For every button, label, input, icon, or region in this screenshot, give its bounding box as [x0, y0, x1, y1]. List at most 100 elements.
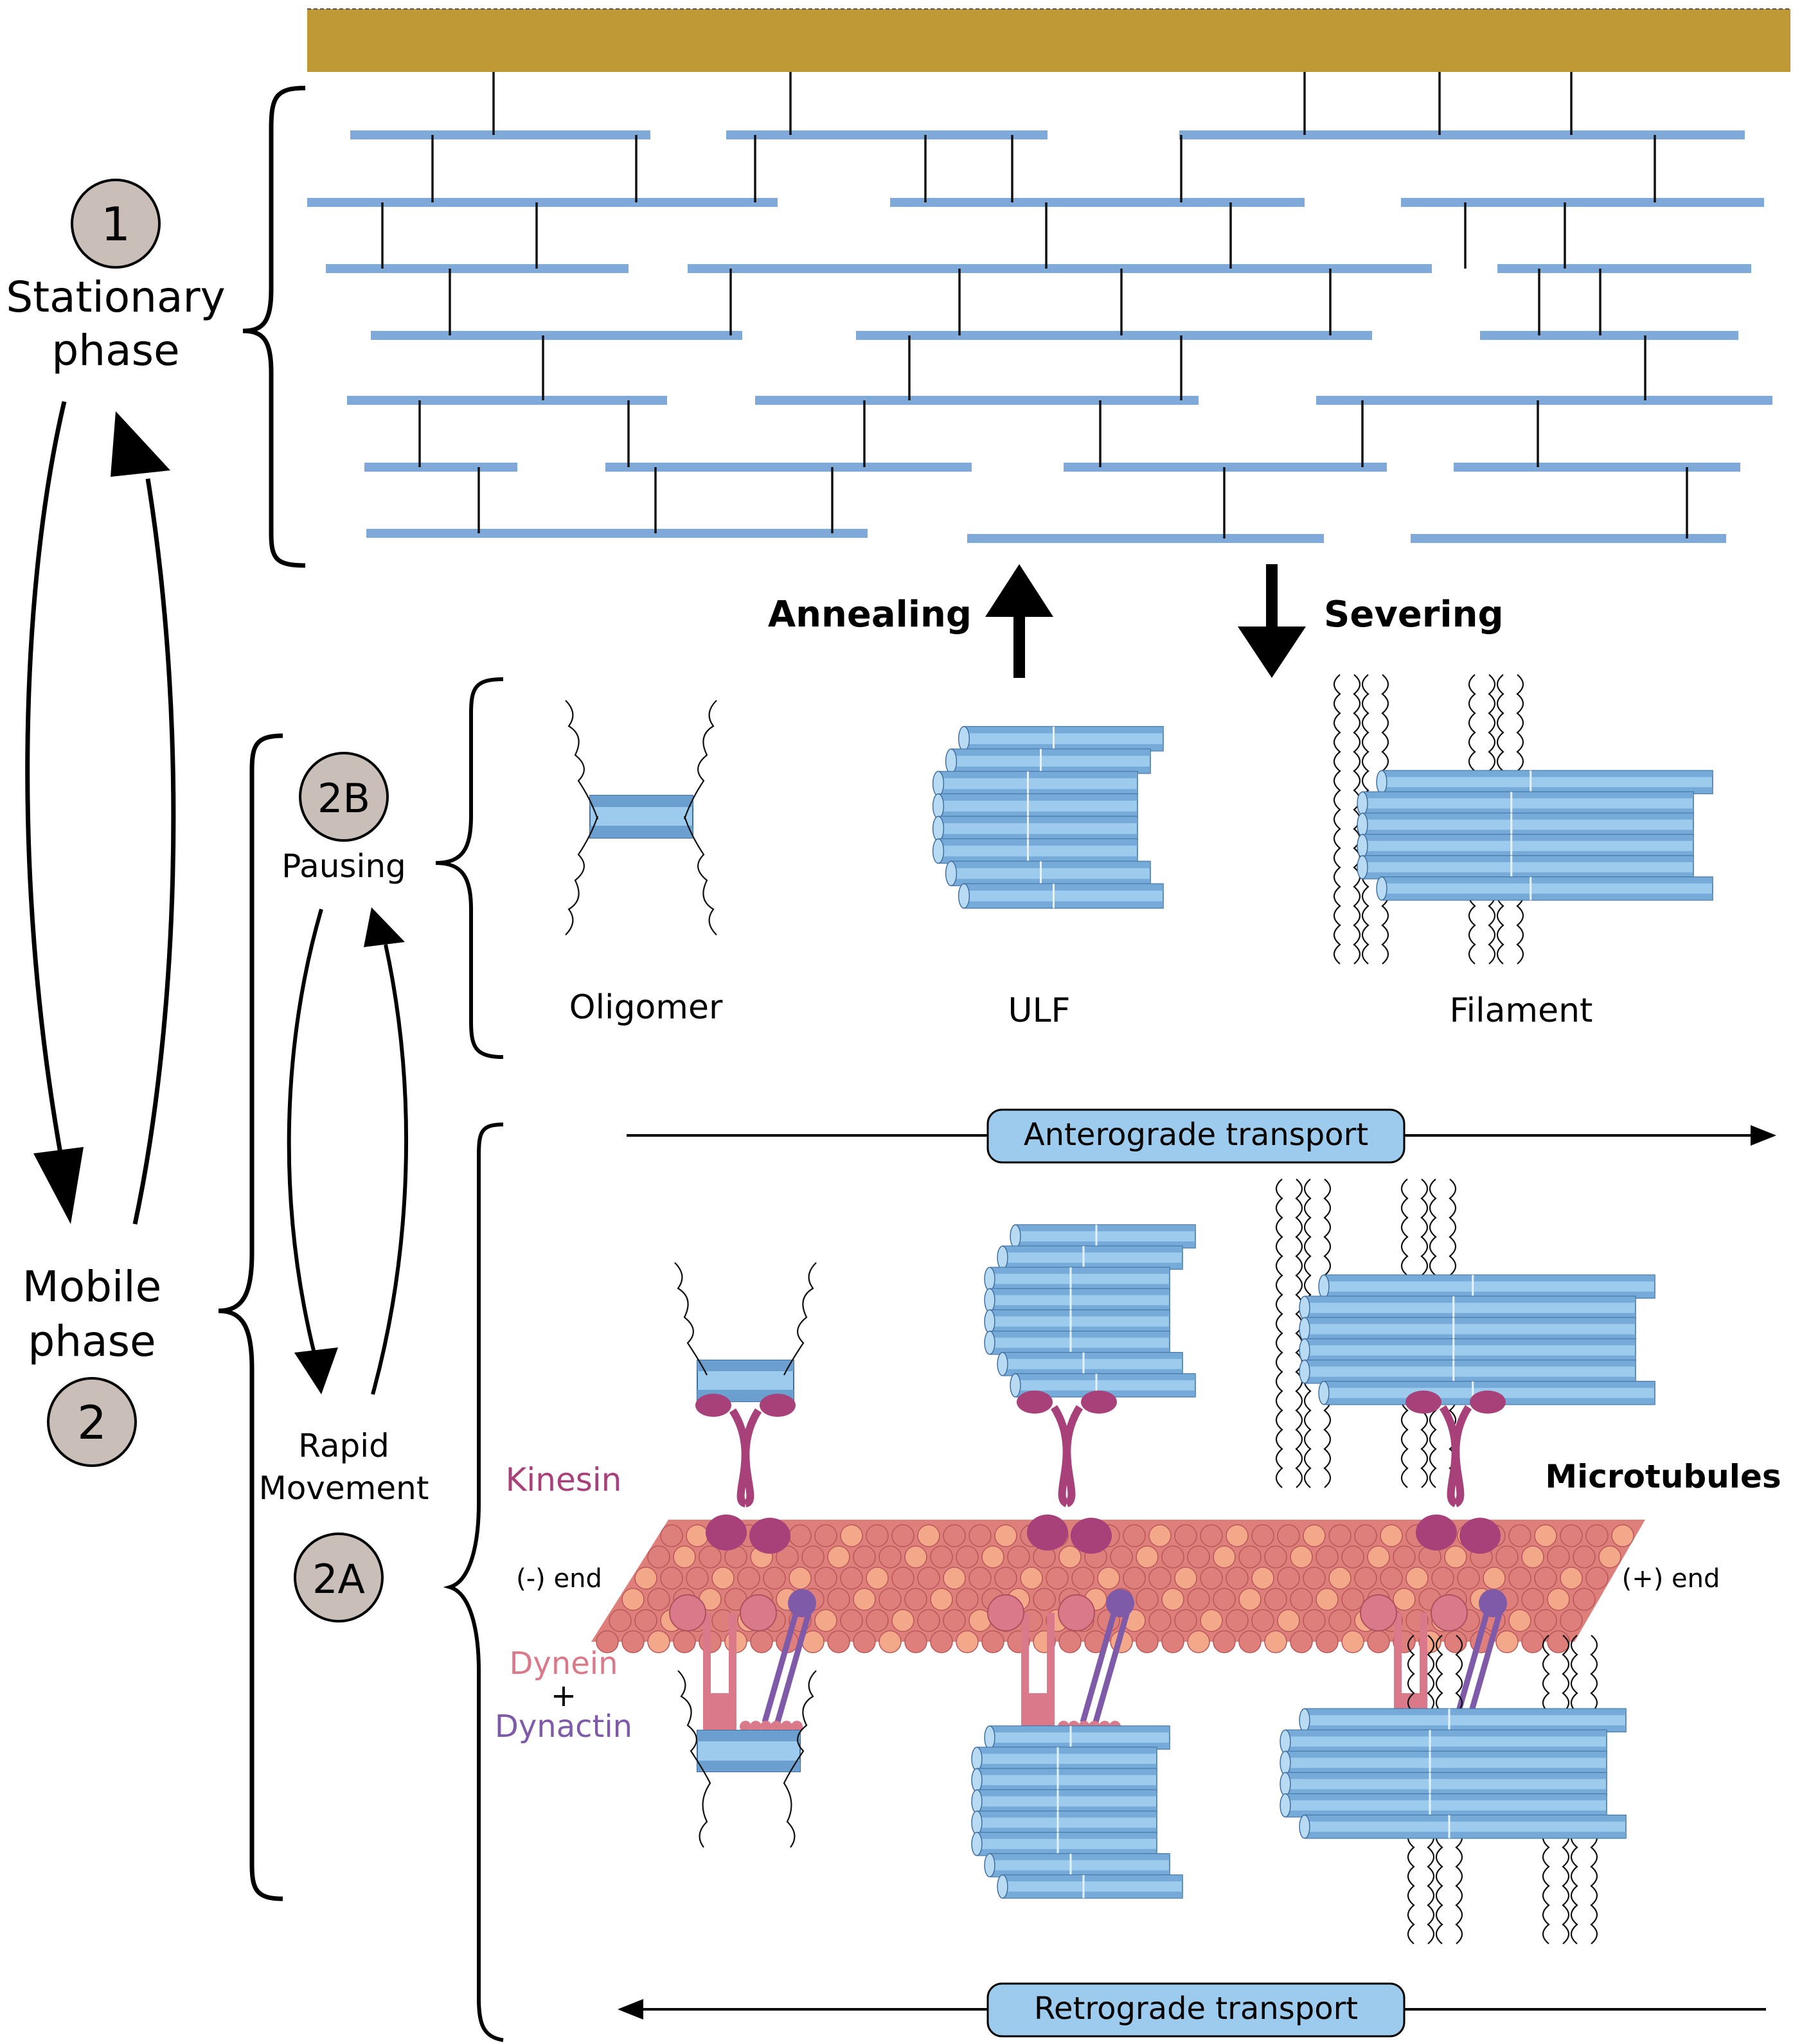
bundle-tube-end — [997, 1874, 1008, 1899]
tubulin-subunit — [1380, 1524, 1403, 1547]
bundle-tube-end — [1280, 1729, 1291, 1754]
bundle-tube-end — [1376, 770, 1387, 794]
kinesin-head — [706, 1515, 747, 1551]
tubulin-subunit — [1290, 1545, 1313, 1569]
tubulin-subunit — [789, 1524, 812, 1547]
tubulin-subunit — [1431, 1567, 1454, 1590]
tubulin-subunit — [1328, 1567, 1351, 1590]
brace-mobile — [218, 733, 283, 1901]
brace-rapid — [443, 1123, 504, 2042]
tubulin-subunit — [840, 1609, 863, 1632]
tubulin-subunit — [981, 1630, 1004, 1653]
bundle-tube-end — [958, 725, 970, 752]
tubulin-subunit — [1136, 1545, 1159, 1569]
dynein-cargo-group — [677, 1635, 1627, 1944]
bundle-tube-end — [1318, 1381, 1330, 1405]
bundle-tube-end — [984, 1288, 995, 1313]
bundle-tube-end — [984, 1725, 995, 1750]
dynactin-filament — [760, 1721, 772, 1732]
tubulin-subunit — [1226, 1609, 1249, 1632]
bundle-tube-end — [1299, 1317, 1310, 1342]
arrow-mobile-to-stationary — [132, 478, 176, 1225]
bundle-tube-end — [971, 1831, 983, 1856]
svg-text:2B: 2B — [317, 775, 370, 822]
bundle-tube-end — [1299, 1359, 1310, 1384]
tubulin-subunit — [1123, 1567, 1146, 1590]
tubulin-subunit — [1521, 1588, 1544, 1611]
tubulin-subunit — [609, 1609, 632, 1632]
stationary-filament-network — [307, 72, 1772, 543]
tubulin-subunit — [1303, 1609, 1326, 1632]
bundle-tube-end — [997, 1352, 1008, 1376]
tubulin-subunit — [904, 1630, 927, 1653]
tubulin-subunit — [1213, 1588, 1236, 1611]
bundle-tube-end — [1357, 791, 1368, 816]
stationary-phase-label-line1: Stationary — [6, 272, 225, 322]
stationary-phase-label-line2: phase — [51, 326, 179, 375]
bundle-tube-end — [932, 770, 945, 797]
tubulin-subunit — [879, 1545, 902, 1569]
tubulin-subunit — [1521, 1545, 1544, 1569]
tubulin-subunit — [1444, 1545, 1467, 1569]
tubulin-subunit — [1110, 1545, 1133, 1569]
axon-membrane — [307, 9, 1790, 72]
svg-text:Anterograde transport: Anterograde transport — [1024, 1117, 1368, 1153]
oligomer-structure — [565, 700, 717, 936]
tubulin-subunit — [1174, 1524, 1197, 1547]
tubulin-subunit — [1508, 1609, 1531, 1632]
tubulin-subunit — [853, 1588, 876, 1611]
tubulin-subunit — [930, 1630, 953, 1653]
tubulin-subunit — [879, 1588, 902, 1611]
dynactin-filament — [750, 1721, 762, 1732]
tubulin-subunit — [943, 1524, 966, 1547]
motor-proteins — [669, 1391, 1507, 1732]
arrow-pausing-to-rapid — [287, 909, 323, 1356]
dynein-head — [740, 1594, 777, 1631]
tubulin-subunit — [1277, 1567, 1300, 1590]
annealing-label: Annealing — [768, 594, 972, 635]
tubulin-subunit — [1148, 1567, 1172, 1590]
tubulin-subunit — [814, 1524, 837, 1547]
tubulin-subunit — [1547, 1588, 1570, 1611]
bundle-tube-end — [1299, 1708, 1310, 1732]
tubulin-subunit — [853, 1630, 876, 1653]
tubulin-subunit — [917, 1567, 940, 1590]
tubulin-subunit — [1007, 1545, 1030, 1569]
tubulin-subunit — [1341, 1630, 1364, 1653]
tubulin-subunit — [1534, 1609, 1557, 1632]
bundle-tube-end — [932, 793, 945, 819]
tubulin-subunit — [930, 1588, 953, 1611]
bundle-tube-end — [1376, 876, 1387, 901]
tubulin-subunit — [1277, 1524, 1300, 1547]
kinesin-light-chain — [1470, 1391, 1506, 1414]
tubulin-subunit — [943, 1609, 966, 1632]
filament-structure — [1333, 674, 1713, 964]
tubulin-subunit — [776, 1545, 799, 1569]
tubulin-subunit — [1033, 1588, 1056, 1611]
bundle-tube-end — [945, 860, 958, 887]
plus-end-label: (+) end — [1622, 1564, 1720, 1594]
tubulin-subunit — [1251, 1609, 1274, 1632]
kinesin-stalk — [742, 1408, 762, 1507]
brace-pausing — [435, 677, 504, 1059]
tubulin-subunit — [1354, 1524, 1377, 1547]
pausing-label: Pausing — [281, 848, 406, 885]
dynactin-arm — [1465, 1608, 1504, 1723]
tubulin-subunit — [994, 1567, 1017, 1590]
tubulin-subunit — [1136, 1588, 1159, 1611]
bundle-tube-end — [1280, 1750, 1291, 1775]
bundle-tube-end — [984, 1853, 995, 1878]
tubulin-subunit — [814, 1609, 837, 1632]
tubulin-subunit — [1316, 1588, 1339, 1611]
severing-arrow-icon — [1238, 564, 1306, 678]
tubulin-subunit — [840, 1567, 863, 1590]
oligomer-arm — [783, 1670, 817, 1848]
phase-2-badge: 2 — [47, 1377, 137, 1467]
tubulin-subunit — [1367, 1630, 1390, 1653]
bundle-tube-end — [1280, 1772, 1291, 1797]
tubulin-subunit — [673, 1545, 696, 1569]
tubulin-subunit — [956, 1588, 979, 1611]
tubulin-subunit — [917, 1609, 940, 1632]
tubulin-subunit — [1264, 1588, 1287, 1611]
bundle-tube-end — [984, 1266, 995, 1292]
